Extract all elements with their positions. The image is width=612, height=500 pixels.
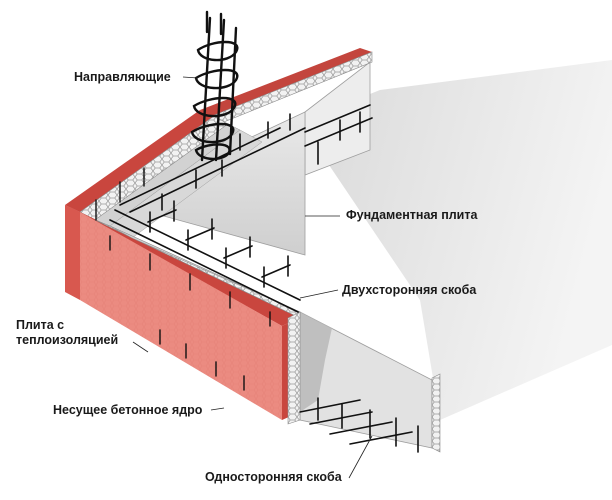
back-top-edge (200, 48, 372, 116)
label-insulated-panel: Плита с теплоизоляцией (16, 318, 146, 348)
outer-top-edge-left (65, 110, 214, 212)
label-single-tie: Односторонняя скоба (205, 470, 342, 484)
outer-wall-pins (95, 167, 271, 391)
leader-lines (132, 76, 373, 479)
outer-panel-left-face (65, 205, 80, 300)
inner-panel-end-cap (431, 373, 441, 453)
label-guides: Направляющие (74, 70, 171, 84)
foundation-slab (300, 60, 612, 420)
label-insulated-panel-line1: Плита с (16, 318, 65, 332)
label-bearing-core: Несущее бетонное ядро (53, 403, 203, 417)
outer-top-edge-right (65, 205, 300, 326)
guide-rebar-cage (190, 10, 239, 162)
outer-panel-texture (80, 212, 282, 420)
horizontal-rebar (109, 104, 373, 313)
double-sided-ties (147, 111, 361, 288)
insulation-end (287, 311, 301, 425)
label-double-tie: Двухсторонняя скоба (342, 283, 477, 297)
label-insulated-panel-line2: теплоизоляцией (16, 333, 119, 347)
concrete-shadow (300, 312, 332, 412)
label-foundation-slab: Фундаментная плита (346, 208, 478, 222)
single-sided-ties (299, 397, 419, 453)
